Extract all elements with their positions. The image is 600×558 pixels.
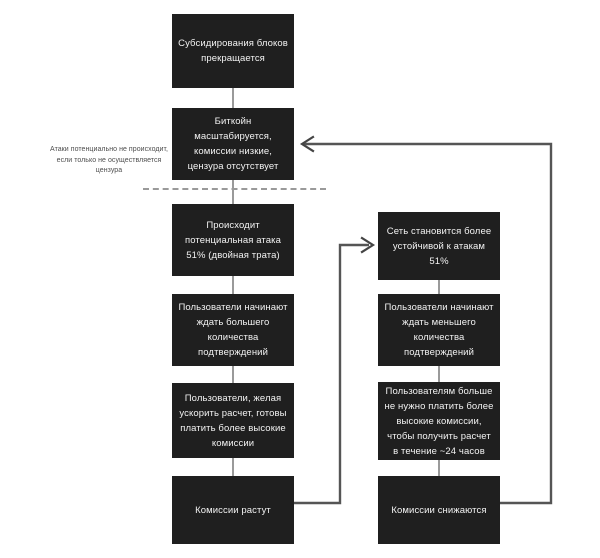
node-fees-rise[interactable]: Комиссии растут xyxy=(172,476,294,544)
node-bitcoin-scales-label: Биткойн масштабируется, комиссии низкие,… xyxy=(187,116,279,172)
arrowhead-into-resilient xyxy=(360,236,376,254)
node-fees-rise-label: Комиссии растут xyxy=(195,504,271,516)
node-users-wait-more-label: Пользователи начинают ждать большего кол… xyxy=(178,302,288,358)
node-bitcoin-scales[interactable]: Биткойн масштабируется, комиссии низкие,… xyxy=(172,108,294,180)
edge-feesrise-to-resilient xyxy=(294,243,369,505)
node-network-resilient-label: Сеть становится более устойчивой к атака… xyxy=(386,225,492,267)
connector-attack-to-waitmore xyxy=(232,276,234,296)
node-users-pay-more-label: Пользователи, желая ускорить расчет, гот… xyxy=(179,392,287,449)
node-subsidy-ends[interactable]: Субсидирования блоков прекращается xyxy=(172,14,294,88)
connector-subsidy-to-scales xyxy=(232,88,234,110)
node-attack-51-label: Происходит потенциальная атака 51% (двой… xyxy=(185,219,281,261)
censorship-note: Атаки потенциально не происходит, если т… xyxy=(48,145,170,177)
connector-paymore-to-feesrise xyxy=(232,458,234,476)
node-users-pay-less[interactable]: Пользователям больше не нужно платить бо… xyxy=(378,382,500,460)
arrowhead-into-scales xyxy=(299,135,315,153)
node-subsidy-ends-label: Субсидирования блоков прекращается xyxy=(178,38,288,64)
connector-waitmore-to-paymore xyxy=(232,366,234,384)
node-users-pay-less-label: Пользователям больше не нужно платить бо… xyxy=(384,385,494,457)
node-fees-drop-label: Комиссии снижаются xyxy=(391,504,487,516)
node-users-wait-more[interactable]: Пользователи начинают ждать большего кол… xyxy=(172,294,294,366)
connector-scales-to-attack xyxy=(232,180,234,206)
node-users-wait-less-label: Пользователи начинают ждать меньшего кол… xyxy=(384,302,494,358)
node-users-pay-more[interactable]: Пользователи, желая ускорить расчет, гот… xyxy=(172,383,294,458)
node-fees-drop[interactable]: Комиссии снижаются xyxy=(378,476,500,544)
censorship-note-text: Атаки потенциально не происходит, если т… xyxy=(50,146,168,174)
node-users-wait-less[interactable]: Пользователи начинают ждать меньшего кол… xyxy=(378,294,500,366)
censorship-divider xyxy=(143,188,326,190)
node-network-resilient[interactable]: Сеть становится более устойчивой к атака… xyxy=(378,212,500,280)
node-attack-51[interactable]: Происходит потенциальная атака 51% (двой… xyxy=(172,204,294,276)
